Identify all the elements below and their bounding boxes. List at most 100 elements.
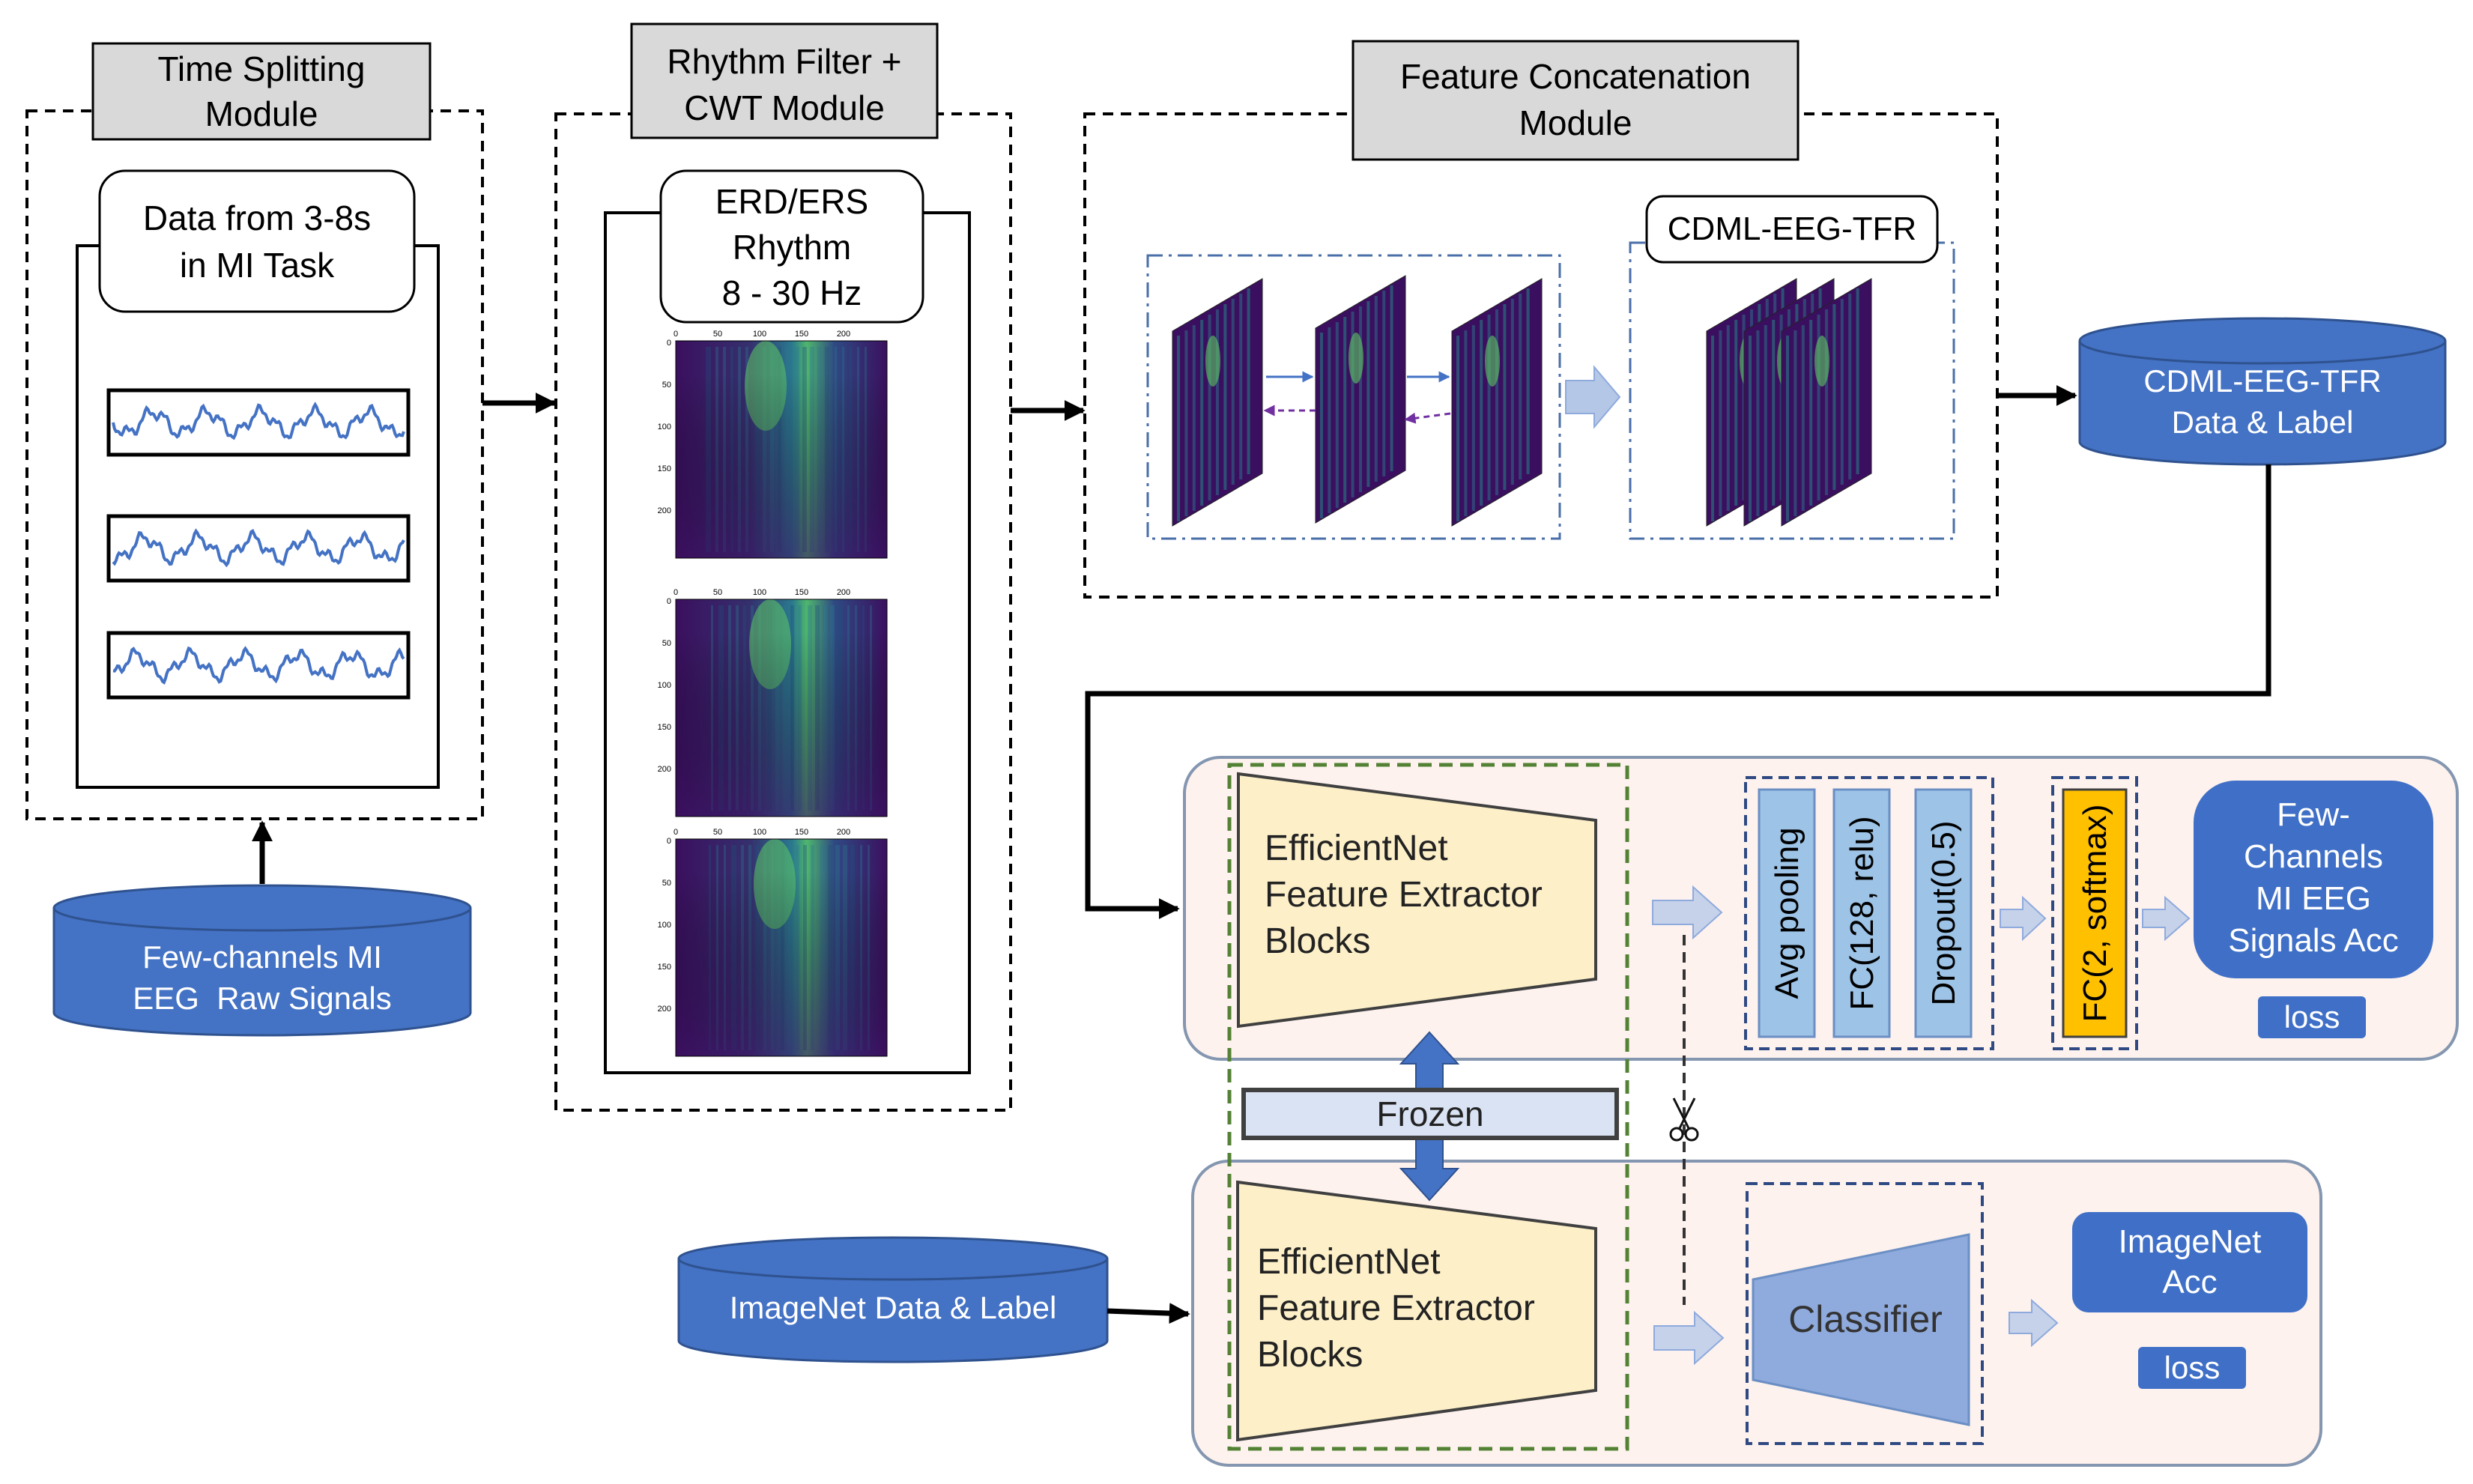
- fc-relu-layer: FC(128, relu): [1832, 788, 1891, 1038]
- spectrogram-x-tick: 200: [837, 588, 850, 597]
- raw-signals-database: Few-channels MI EEG Raw Signals: [52, 884, 472, 1037]
- dropout-to-softmax-arrow: [2000, 895, 2047, 942]
- time-splitting-title-line1: Time Splitting: [158, 49, 366, 88]
- frozen-label: Frozen: [1376, 1094, 1483, 1133]
- lower-pretraining-branch: EfficientNet Feature Extractor Blocks Cl…: [1191, 1160, 2322, 1467]
- upper-extractor-line3: Blocks: [1265, 921, 1370, 961]
- rhythm-filter-frame: [554, 112, 1012, 1112]
- classifier-frame: [1746, 1182, 1984, 1445]
- upper-extractor-trapezoid: [1237, 772, 1597, 1029]
- imagenet-accuracy-line2: Acc: [2162, 1264, 2217, 1300]
- tfr-database-line2: Data & Label: [2172, 405, 2354, 440]
- spectrogram-x-tick: 100: [753, 828, 766, 837]
- upper-extractor-line1: EfficientNet: [1265, 829, 1448, 868]
- time-splitting-title-line2: Module: [205, 94, 318, 133]
- rhythm-filter-title-line2: CWT Module: [684, 88, 885, 127]
- classifier-label: Classifier: [1788, 1298, 1943, 1340]
- shared-extractor-frame: [1227, 763, 1629, 1451]
- softmax-frame: [2051, 776, 2138, 1050]
- spectrogram-y-tick: 150: [658, 963, 671, 972]
- raw-data-label-line2: in MI Task: [180, 246, 335, 285]
- spectrogram-y-tick: 100: [658, 681, 671, 690]
- database-to-extractor-connector: [1085, 464, 2271, 919]
- rhythm-label-line3: 8 - 30 Hz: [722, 273, 862, 312]
- eeg-accuracy-output: [2194, 781, 2433, 978]
- eeg-signal-1: [106, 388, 411, 457]
- time-splitting-frame: [25, 109, 484, 820]
- spectrogram-y-tick: 0: [667, 339, 671, 348]
- eeg-accuracy-line2: Channels: [2244, 838, 2383, 875]
- spectrogram-x-tick: 150: [795, 588, 808, 597]
- spectrogram-y-tick: 200: [658, 1005, 671, 1014]
- spectrogram-y-tick: 0: [667, 837, 671, 846]
- imagenet-database-label: ImageNet Data & Label: [730, 1290, 1057, 1325]
- tfr-output-label-box: [1645, 195, 1939, 264]
- cwt-spectrograms: 0 50 100 150 200 0 50 100 150 200 0 50 100 150 200 0 50 1…: [658, 330, 888, 1057]
- fc-softmax-layer: FC(2, softmax): [2062, 788, 2128, 1038]
- upper-extractor-to-head-arrow: [1652, 885, 1723, 940]
- raw-signals-line2: EEG Raw Signals: [133, 981, 391, 1016]
- raw-data-label-line1: Data from 3-8s: [143, 199, 371, 237]
- spectrogram-x-tick: 0: [674, 588, 678, 597]
- spectrogram-y-tick: 50: [662, 639, 671, 648]
- raw-signals-line1: Few-channels MI: [142, 939, 382, 975]
- lower-extractor-line3: Blocks: [1257, 1335, 1363, 1375]
- avg-pooling-label: Avg pooling: [1769, 827, 1805, 999]
- spectrogram-x-tick: 100: [753, 330, 766, 339]
- spectrogram-y-tick: 50: [662, 381, 671, 390]
- feature-concat-module: Feature Concatenation Module CDML-EEG-TF…: [1083, 40, 1999, 599]
- feature-concat-title-box: [1351, 40, 1799, 161]
- scissors-icon: [1669, 1097, 1699, 1142]
- dropout-layer: Dropout(0.5): [1914, 788, 1973, 1038]
- concat-backward-arrow-2: [1404, 412, 1451, 424]
- spectrogram-y-tick: 0: [667, 597, 671, 606]
- channel-tfr-map: [1451, 278, 1543, 527]
- tfr-output-label: CDML-EEG-TFR: [1668, 211, 1916, 247]
- fc-relu-label: FC(128, relu): [1844, 816, 1880, 1010]
- imagenet-accuracy-output: [2072, 1212, 2307, 1312]
- spectrogram-x-tick: 50: [713, 330, 722, 339]
- frozen-label-box: [1241, 1088, 1619, 1140]
- eeg-accuracy-line3: MI EEG: [2256, 880, 2371, 917]
- classifier-trapezoid: [1752, 1233, 1970, 1426]
- eeg-accuracy-line1: Few-: [2277, 796, 2350, 833]
- rhythm-filter-title-line1: Rhythm Filter +: [667, 42, 901, 81]
- spectrogram-y-tick: 200: [658, 506, 671, 515]
- classifier-to-output-arrow: [2009, 1298, 2059, 1348]
- spectrogram-y-tick: 200: [658, 765, 671, 774]
- eeg-accuracy-line4: Signals Acc: [2228, 922, 2398, 959]
- dropout-label: Dropout(0.5): [1925, 820, 1962, 1005]
- upper-training-branch: EfficientNet Feature Extractor Blocks Av…: [1183, 756, 2459, 1061]
- stacked-tfr-maps: [1706, 278, 1872, 527]
- upper-loss-box: [2258, 996, 2366, 1038]
- spectrogram-x-tick: 0: [674, 828, 678, 837]
- tfr-database: CDML-EEG-TFR Data & Label: [2078, 317, 2447, 466]
- lower-extractor-line1: EfficientNet: [1257, 1242, 1441, 1282]
- tfr-database-line1: CDML-EEG-TFR: [2143, 363, 2381, 399]
- channel-maps-frame: [1146, 254, 1561, 540]
- imagenet-to-extractor-arrow: [1107, 1303, 1190, 1324]
- lower-extractor-to-classifier-arrow: [1653, 1310, 1725, 1366]
- imagenet-database: ImageNet Data & Label: [677, 1236, 1109, 1363]
- concat-block-arrow: [1565, 365, 1621, 429]
- spectrogram-x-tick: 50: [713, 588, 722, 597]
- upper-extractor-line2: Feature Extractor: [1265, 875, 1543, 915]
- eeg-signal-3: [106, 631, 411, 700]
- feature-concat-title-line2: Module: [1519, 103, 1632, 142]
- head-layers-frame: [1744, 776, 1994, 1050]
- lower-extractor-line2: Feature Extractor: [1257, 1288, 1535, 1328]
- spectrogram-y-tick: 100: [658, 921, 671, 930]
- spectrogram-x-tick: 200: [837, 330, 850, 339]
- time-splitting-module: Time Splitting Module Data from 3-8s in …: [25, 42, 484, 820]
- channel-tfr-map: [1315, 275, 1406, 524]
- eeg-waveform-1: [112, 402, 405, 440]
- rhythm-label-box: [659, 169, 924, 324]
- eeg-waveform-2: [112, 528, 405, 568]
- channel-tfr-maps: [1172, 275, 1543, 527]
- spectrogram-x-tick: 150: [795, 330, 808, 339]
- channel-tfr-map: [1172, 278, 1263, 527]
- eeg-waveform-3: [112, 646, 405, 685]
